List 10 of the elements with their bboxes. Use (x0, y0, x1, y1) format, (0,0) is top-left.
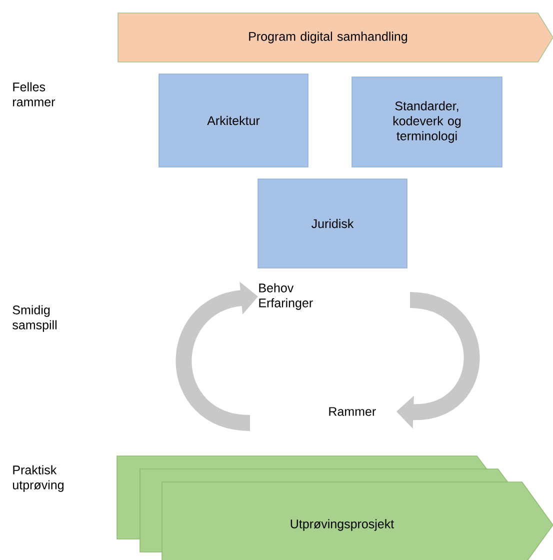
project-arrow (140, 468, 508, 552)
cycle-label: Behov Erfaringer (259, 283, 313, 310)
cycle-label: Rammer (329, 407, 376, 416)
project-arrow (116, 456, 488, 540)
section-label: Felles rammer (13, 82, 56, 106)
process-box: Juridisk (258, 178, 408, 268)
process-box: Arkitektur (158, 74, 308, 168)
section-label: Praktisk utprøving (13, 465, 64, 492)
process-box: Standarder, kodeverk og terminologi (352, 76, 502, 168)
section-label: Smidig samspill (12, 305, 56, 332)
